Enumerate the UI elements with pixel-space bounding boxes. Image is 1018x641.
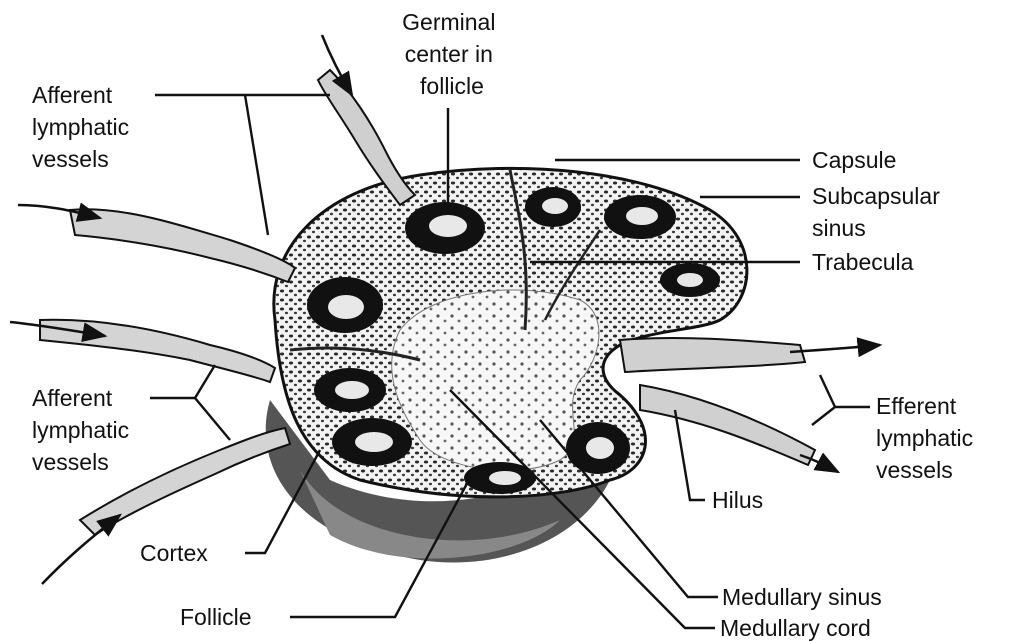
follicle-1 bbox=[405, 202, 485, 254]
label-medullary-sinus: Medullary sinus bbox=[722, 584, 882, 610]
follicle-8 bbox=[566, 422, 630, 474]
efferent-vessels bbox=[620, 338, 880, 472]
label-efferent: Efferent lymphatic vessels bbox=[876, 393, 980, 483]
label-hilus: Hilus bbox=[712, 487, 763, 513]
label-capsule: Capsule bbox=[812, 147, 896, 173]
efferent-vessel-2 bbox=[640, 385, 815, 465]
follicle-3 bbox=[604, 195, 676, 239]
label-cortex: Cortex bbox=[140, 540, 208, 566]
efferent-arrow-1 bbox=[790, 345, 880, 352]
label-afferent-top: Afferent lymphatic vessels bbox=[32, 82, 136, 172]
leader-afferent-top bbox=[155, 95, 330, 235]
label-afferent-bottom: Afferent lymphatic vessels bbox=[32, 385, 136, 475]
label-follicle: Follicle bbox=[180, 604, 252, 630]
follicle-4 bbox=[660, 263, 720, 297]
label-germinal-center: Germinal center in follicle bbox=[402, 9, 502, 99]
label-trabecula: Trabecula bbox=[812, 249, 914, 275]
afferent-vessel-4 bbox=[80, 428, 290, 535]
follicle-6 bbox=[314, 368, 386, 412]
label-medullary-cord: Medullary cord bbox=[720, 615, 871, 641]
afferent-vessel-2 bbox=[70, 209, 295, 282]
afferent-arrow-4 bbox=[42, 515, 120, 584]
leader-afferent-bottom bbox=[150, 365, 230, 440]
afferent-vessel-3 bbox=[40, 320, 275, 382]
leader-efferent bbox=[812, 375, 870, 425]
efferent-vessel-1 bbox=[620, 338, 805, 372]
label-subcapsular-sinus: Subcapsular sinus bbox=[812, 183, 946, 241]
afferent-vessel-top bbox=[318, 70, 415, 205]
follicle-7 bbox=[332, 418, 412, 466]
follicle-2 bbox=[525, 187, 581, 227]
follicle-5 bbox=[307, 277, 383, 333]
